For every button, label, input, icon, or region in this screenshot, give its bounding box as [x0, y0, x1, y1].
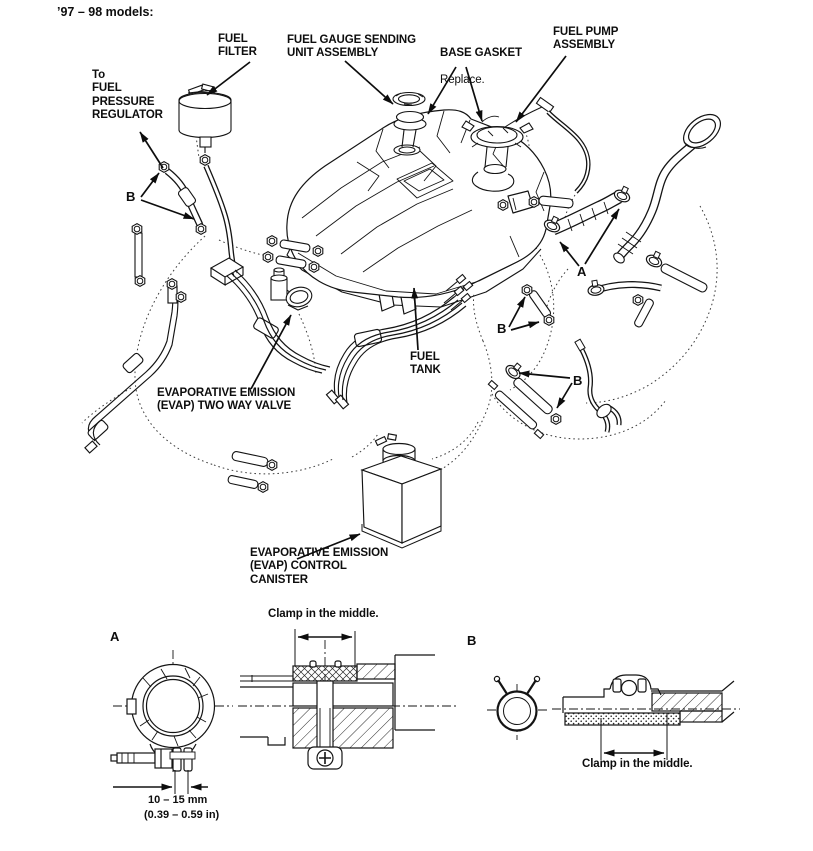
callout-evap-control-canister: EVAPORATIVE EMISSION (EVAP) CONTROL CANI… — [250, 547, 389, 586]
marker-b-lower-hose: B — [573, 373, 583, 388]
detail-b-clamp-note: Clamp in the middle. — [582, 758, 693, 770]
leader-arrows — [139, 55, 620, 560]
detail-a-drawing — [110, 629, 456, 794]
callout-to-fuel-pressure-regulator: To FUEL PRESSURE REGULATOR — [92, 69, 163, 122]
fuel-line-bundles — [84, 257, 474, 454]
detail-a-dimension-mm: 10 – 15 mm — [148, 794, 208, 806]
callout-fuel-pump-assembly: FUEL PUMP ASSEMBLY — [553, 26, 619, 52]
detail-a-clamp-note: Clamp in the middle. — [268, 608, 379, 620]
marker-a-filler-hose: A — [577, 264, 587, 279]
fuel-filter-drawing — [178, 83, 232, 153]
small-fittings — [131, 154, 708, 493]
callout-base-gasket: BASE GASKET Replace. — [440, 34, 522, 101]
callout-fuel-tank: FUEL TANK — [410, 351, 441, 377]
models-note: ’97 – 98 models: — [57, 5, 154, 19]
fuel-gauge-sending-unit-drawing — [392, 91, 427, 156]
detail-a-dimension-in: (0.39 – 0.59 in) — [144, 809, 220, 821]
marker-b-fuel-filter-hose: B — [126, 189, 136, 204]
fuel-pump-drawing — [461, 96, 555, 192]
detail-b-drawing — [487, 674, 740, 760]
detail-b-title: B — [467, 633, 477, 648]
evap-canister-drawing — [360, 433, 443, 549]
callout-fuel-filter: FUEL FILTER — [218, 33, 257, 59]
filler-neck-cap-drawing — [683, 113, 721, 149]
marker-b-mid-hose: B — [497, 321, 507, 336]
evap-two-way-valve-drawing — [270, 267, 313, 311]
hoses-and-pipes — [164, 110, 701, 433]
callout-evap-two-way-valve: EVAPORATIVE EMISSION (EVAP) TWO WAY VALV… — [157, 387, 296, 413]
fuel-tank-drawing — [286, 109, 552, 315]
base-gasket-note: Replace. — [440, 74, 485, 87]
callout-fuel-gauge-sending-unit: FUEL GAUGE SENDING UNIT ASSEMBLY — [287, 34, 416, 60]
base-gasket-title: BASE GASKET — [440, 47, 522, 60]
detail-a-title: A — [110, 629, 120, 644]
